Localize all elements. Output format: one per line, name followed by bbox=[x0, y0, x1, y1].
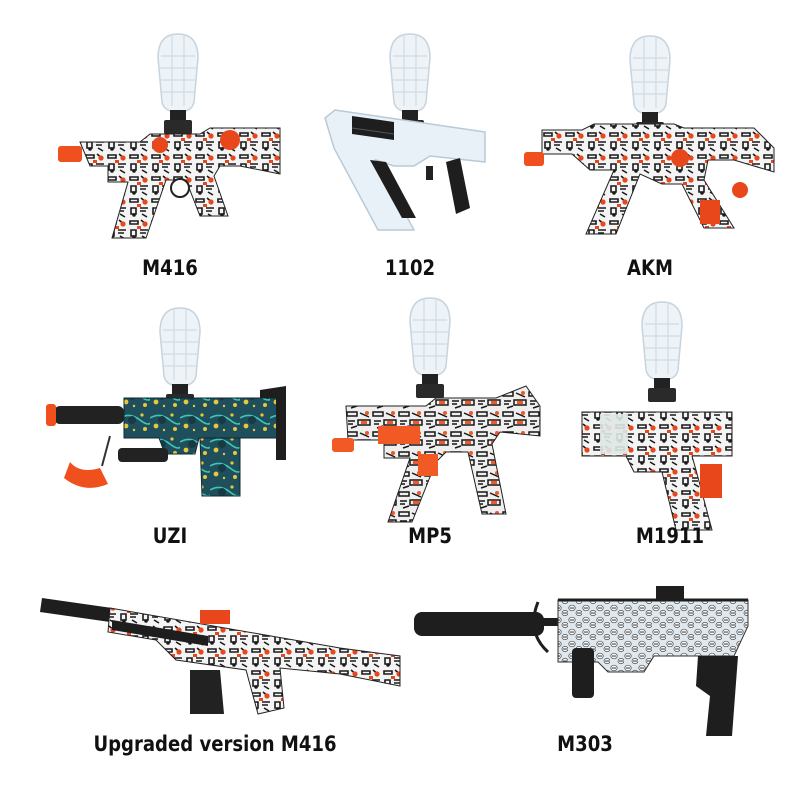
product-label: M303 bbox=[557, 732, 613, 756]
product-label: Upgraded version M416 bbox=[93, 732, 337, 756]
product-card-m416[interactable]: M416 bbox=[40, 20, 300, 290]
gun-image-m1911 bbox=[581, 301, 733, 531]
product-card-uzi[interactable]: UZI bbox=[30, 290, 310, 560]
product-label: 1102 bbox=[384, 256, 436, 280]
product-card-m303[interactable]: M303 bbox=[400, 580, 770, 780]
gun-image-1102 bbox=[324, 33, 486, 231]
gun-image-m416 bbox=[58, 33, 281, 239]
gun-image-akm bbox=[524, 35, 775, 235]
gun-image-uzi bbox=[46, 307, 286, 497]
product-label: AKM bbox=[627, 256, 673, 280]
product-card-upgraded-m416[interactable]: Upgraded version M416 bbox=[30, 580, 401, 780]
product-label: MP5 bbox=[408, 524, 452, 548]
product-card-m1911[interactable]: M1911 bbox=[570, 290, 770, 560]
product-label: M1911 bbox=[635, 524, 705, 548]
product-label: UZI bbox=[152, 524, 188, 548]
gun-image-m303 bbox=[414, 586, 749, 736]
product-label: M416 bbox=[142, 256, 198, 280]
gun-image-mp5 bbox=[332, 297, 541, 523]
product-card-mp5[interactable]: MP5 bbox=[320, 290, 541, 560]
product-card-1102[interactable]: 1102 bbox=[310, 20, 510, 290]
gun-image-upgraded-m416 bbox=[40, 598, 401, 715]
product-card-akm[interactable]: AKM bbox=[520, 20, 780, 290]
